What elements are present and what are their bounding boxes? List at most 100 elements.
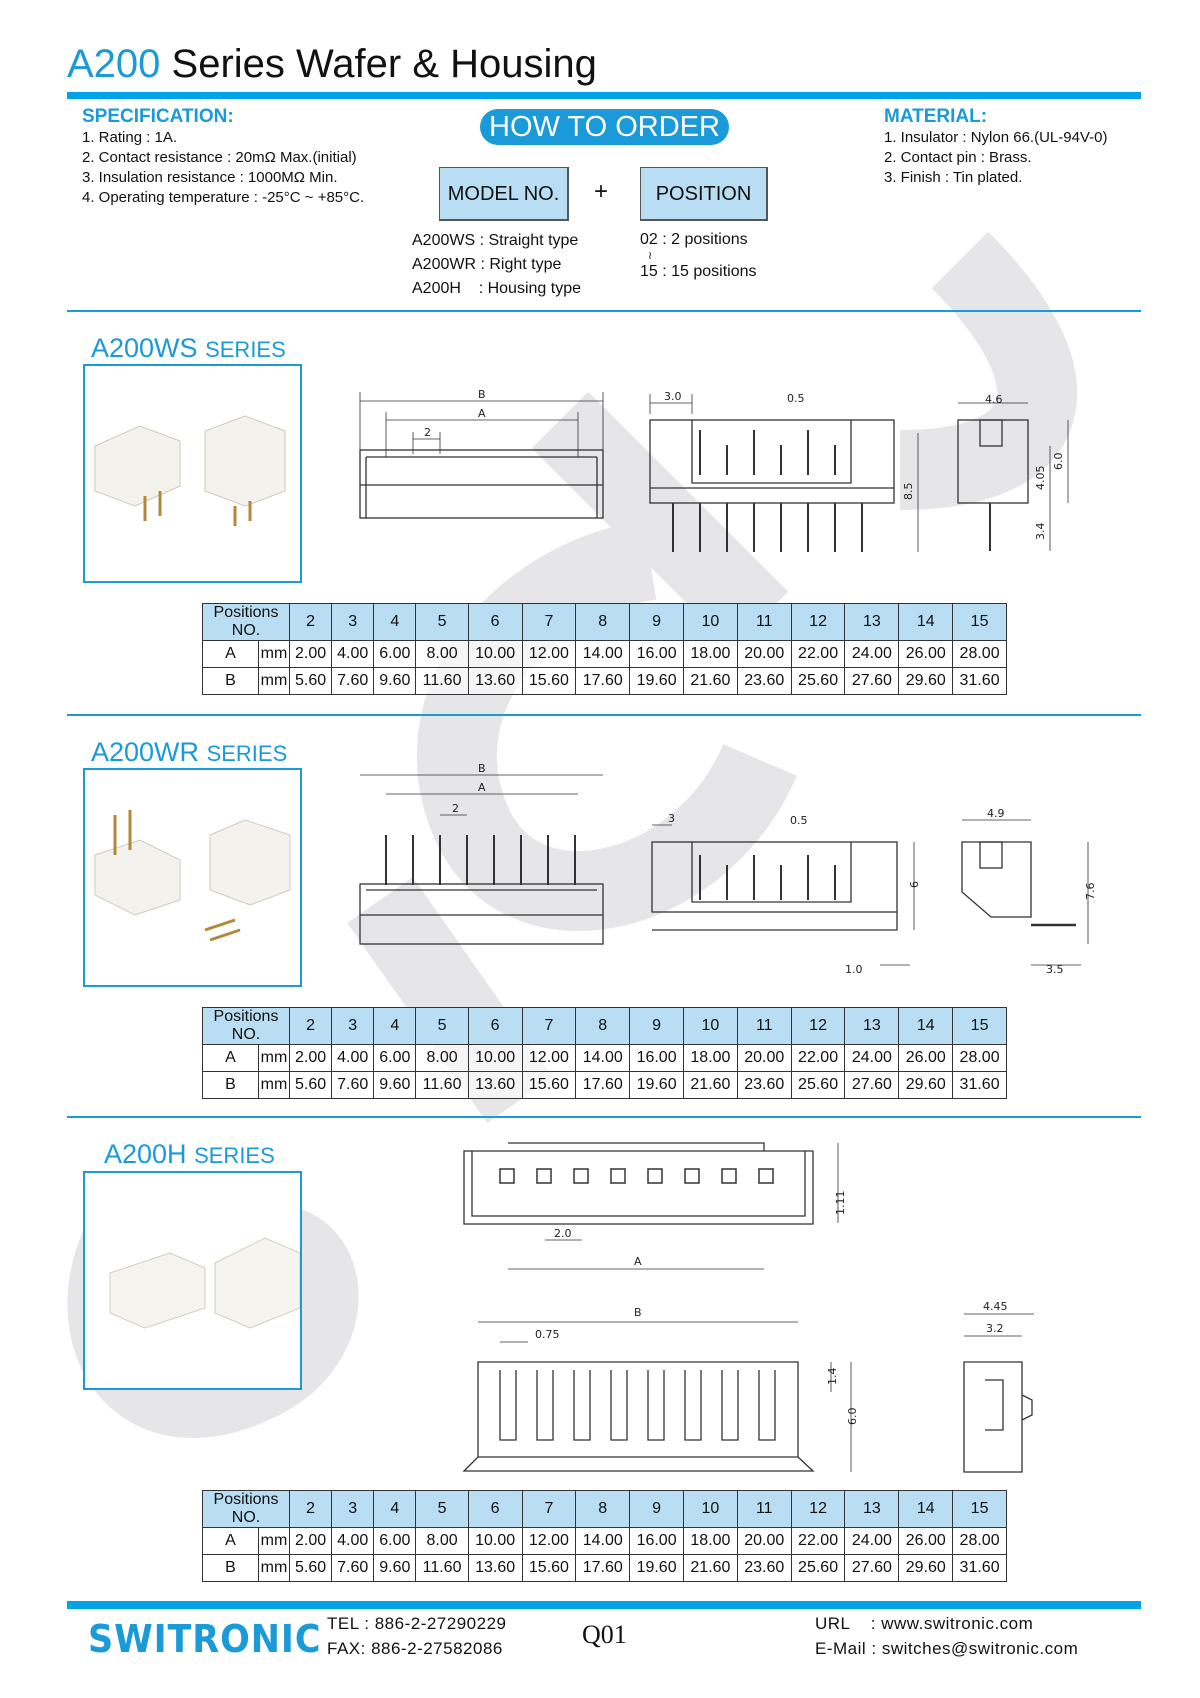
footer-fax: FAX: 886-2-27582086 (327, 1639, 503, 1658)
model-item: A200WR : Right type (412, 256, 562, 273)
dim-label: 6.0 (1052, 453, 1065, 471)
dim-label: 3 (668, 812, 675, 825)
model-item: A200H : Housing type (412, 280, 581, 297)
position-cell: 12 (790, 1007, 846, 1045)
value-cell: 8.00 (415, 1527, 469, 1555)
h-end-view (963, 1313, 1034, 1473)
position-cell: 9 (629, 603, 684, 641)
dim-label: 3.0 (664, 390, 682, 403)
position-cell: 15 (952, 603, 1007, 641)
position-cell: 5 (415, 1490, 469, 1528)
value-cell: 13.60 (467, 667, 523, 695)
unit-cell: mm (258, 667, 290, 695)
value-cell: 7.60 (331, 667, 375, 695)
value-cell: 21.60 (683, 1071, 738, 1099)
position-cell: 12 (790, 603, 846, 641)
dim-label: 1.4 (826, 1368, 839, 1386)
position-cell: 6 (467, 1007, 523, 1045)
value-cell: 2.00 (288, 1527, 333, 1555)
value-cell: 24.00 (844, 1044, 900, 1072)
position-cell: 14 (898, 1490, 954, 1528)
page-number: Q01 (582, 1620, 627, 1649)
model-no-box: MODEL NO. (439, 167, 569, 221)
value-cell: 21.60 (683, 1554, 738, 1582)
position-cell: 3 (331, 1007, 375, 1045)
position-cell: 4 (373, 1490, 417, 1528)
value-cell: 9.60 (373, 1554, 417, 1582)
material-heading: MATERIAL: (884, 106, 988, 127)
dim-label: B (634, 1306, 642, 1319)
value-cell: 10.00 (467, 1527, 523, 1555)
dim-label: 4.9 (987, 807, 1005, 820)
footer-email[interactable]: E-Mail : switches@switronic.com (815, 1639, 1079, 1658)
value-cell: 16.00 (629, 1044, 684, 1072)
switronic-logo: SWITRONIC (88, 1617, 322, 1661)
row-label: B (202, 1071, 259, 1099)
value-cell: 28.00 (952, 640, 1007, 668)
value-cell: 4.00 (331, 1527, 375, 1555)
header-bar (67, 92, 1141, 99)
position-cell: 14 (898, 603, 954, 641)
value-cell: 18.00 (683, 1044, 738, 1072)
housing-image (109, 1237, 301, 1329)
wr-side-view (651, 824, 915, 966)
dim-label: 4.45 (983, 1300, 1008, 1313)
value-cell: 19.60 (629, 1554, 684, 1582)
position-box: POSITION (640, 167, 768, 221)
value-cell: 27.60 (844, 667, 900, 695)
value-cell: 20.00 (736, 1527, 792, 1555)
spec-item: 3. Insulation resistance : 1000MΩ Min. (82, 169, 338, 186)
dim-label: 4.05 (1034, 466, 1047, 491)
model-list: A200WS : Straight type A200WR : Right ty… (412, 229, 581, 301)
position-cell: 7 (521, 1490, 577, 1528)
page-title: A200 Series Wafer & Housing (67, 42, 597, 87)
value-cell: 24.00 (844, 1527, 900, 1555)
value-cell: 16.00 (629, 640, 684, 668)
dim-label: A (478, 407, 486, 420)
value-cell: 12.00 (521, 1044, 577, 1072)
material: MATERIAL: 1. Insulator : Nylon 66.(UL-94… (884, 106, 1107, 188)
positions-header: Positions NO. (202, 1490, 290, 1528)
value-cell: 19.60 (629, 1071, 684, 1099)
dim-label: A (478, 781, 486, 794)
positions-header: Positions NO. (202, 603, 290, 641)
spec-heading: SPECIFICATION: (82, 106, 234, 127)
value-cell: 26.00 (898, 1044, 954, 1072)
value-cell: 29.60 (898, 667, 954, 695)
wr-end-view (961, 819, 1089, 966)
value-cell: 28.00 (952, 1044, 1007, 1072)
value-cell: 17.60 (575, 1554, 631, 1582)
dim-label: 3.5 (1046, 963, 1064, 976)
value-cell: 4.00 (331, 640, 375, 668)
position-cell: 6 (467, 1490, 523, 1528)
value-cell: 14.00 (575, 640, 631, 668)
dim-label: 4.6 (985, 393, 1003, 406)
value-cell: 27.60 (844, 1071, 900, 1099)
dim-label: 1.0 (845, 963, 863, 976)
position-cell: 13 (844, 1007, 900, 1045)
position-cell: 10 (683, 1007, 738, 1045)
footer-tel: TEL : 886-2-27290229 (327, 1614, 507, 1633)
value-cell: 12.00 (521, 640, 577, 668)
footer-url[interactable]: URL : www.switronic.com (815, 1614, 1034, 1633)
dim-label: 3.2 (986, 1322, 1004, 1335)
value-cell: 20.00 (736, 1044, 792, 1072)
position-cell: 3 (331, 1490, 375, 1528)
value-cell: 8.00 (415, 1044, 469, 1072)
series-title-h: A200H SERIES (104, 1139, 275, 1169)
h-top-view (463, 1142, 839, 1270)
value-cell: 12.00 (521, 1527, 577, 1555)
row-label: B (202, 667, 259, 695)
position-cell: 8 (575, 603, 631, 641)
position-cell: 5 (415, 1007, 469, 1045)
position-cell: 6 (467, 603, 523, 641)
position-cell: 12 (790, 1490, 846, 1528)
position-cell: 14 (898, 1007, 954, 1045)
value-cell: 29.60 (898, 1554, 954, 1582)
